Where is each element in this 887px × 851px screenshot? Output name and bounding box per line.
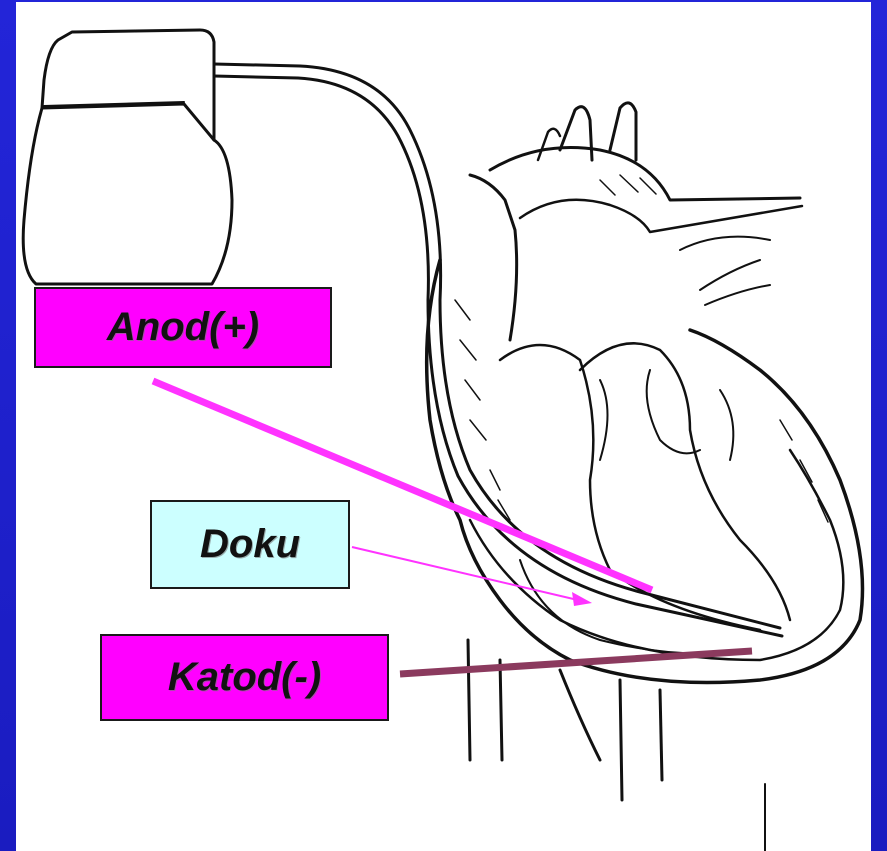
cathode-label-text: Katod(-) <box>168 655 321 700</box>
anode-label: Anod(+) <box>34 287 332 368</box>
tissue-pointer-line <box>352 547 582 601</box>
tissue-label: Doku <box>150 500 350 589</box>
heart-anatomy-icon <box>427 103 863 800</box>
anode-label-text: Anod(+) <box>107 305 259 350</box>
pacemaker-generator-icon <box>23 30 232 284</box>
tissue-pointer-arrowhead <box>572 592 592 606</box>
cathode-pointer-line <box>400 651 752 674</box>
tissue-label-text: Doku <box>200 522 300 567</box>
cathode-label: Katod(-) <box>100 634 389 721</box>
